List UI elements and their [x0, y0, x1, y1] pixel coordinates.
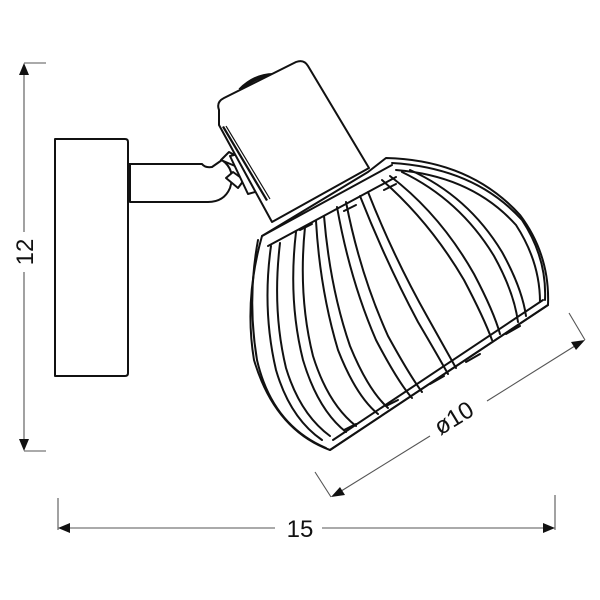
wall-plate — [54, 138, 129, 377]
arrow-diag-left-icon — [331, 487, 345, 497]
height-label: 12 — [12, 239, 39, 266]
ribbed-shade — [249, 157, 550, 451]
arrow-diag-right-icon — [571, 340, 585, 350]
arrow-right-icon — [543, 523, 555, 533]
lamp-head — [217, 60, 370, 223]
width-dimension: 15 — [57, 495, 556, 543]
diameter-label: ø10 — [429, 396, 478, 441]
arm — [128, 159, 233, 203]
arrow-left-icon — [58, 523, 70, 533]
height-dimension: 12 — [12, 62, 46, 452]
arrow-up-icon — [19, 63, 29, 75]
arrow-down-icon — [19, 439, 29, 451]
width-label: 15 — [287, 516, 314, 543]
